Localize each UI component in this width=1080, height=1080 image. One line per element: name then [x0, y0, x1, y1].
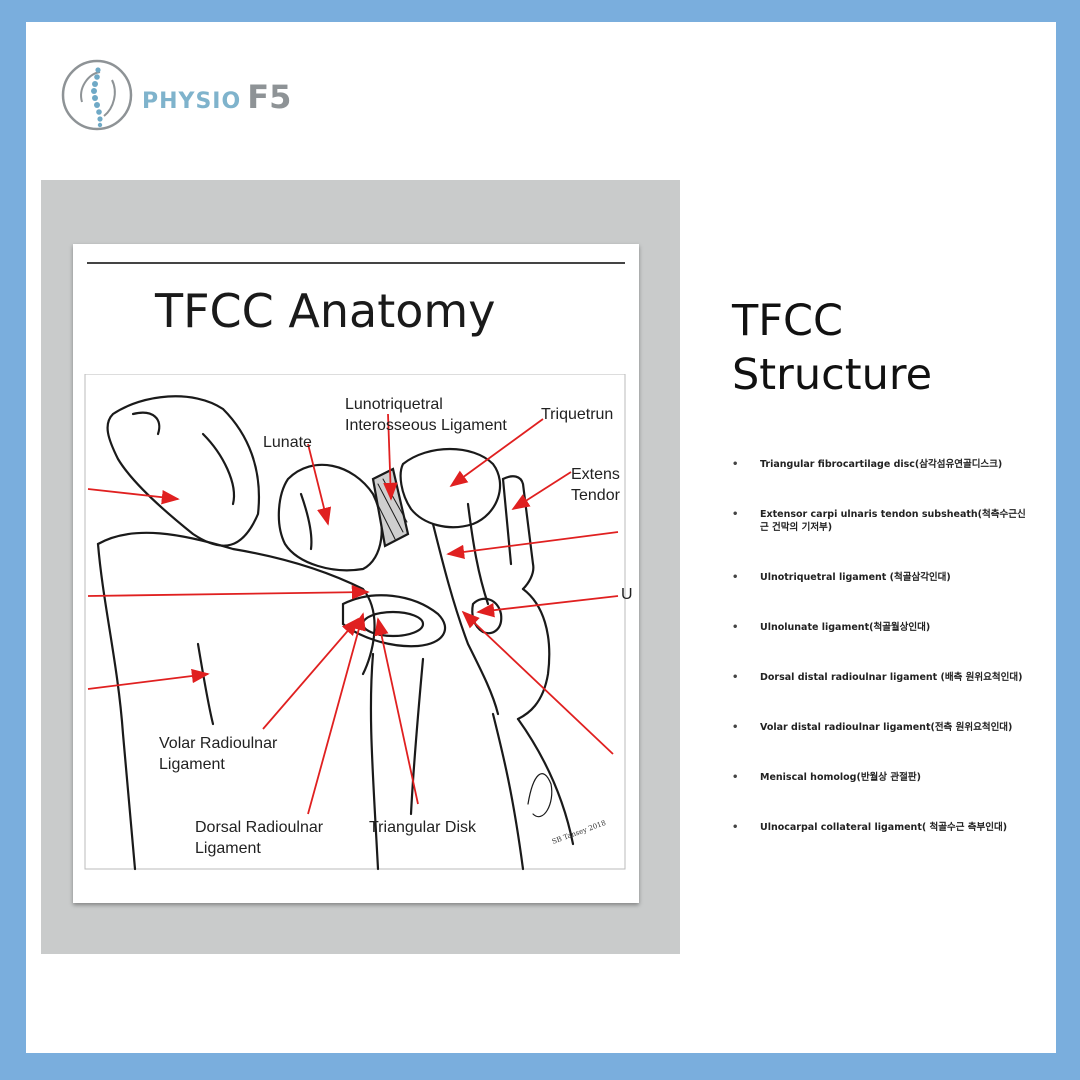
structure-title: TFCC Structure: [732, 296, 933, 400]
label-dorsal-radioulnar-ligament: Dorsal Radioulnar Ligament: [195, 819, 324, 857]
label-lunotriquetral-ligament: Lunotriquetral Interosseous Ligament: [345, 396, 507, 434]
slide-title: TFCC Anatomy: [155, 284, 496, 338]
artist-signature: SB Tansey 2018: [551, 819, 607, 846]
list-item: Ulnocarpal collateral ligament( 척골수근 측부인…: [732, 821, 1032, 834]
label-triangular-disk: Triangular Disk: [369, 819, 476, 836]
label-volar-radioulnar-ligament: Volar Radioulnar Ligament: [159, 735, 278, 773]
slide-top-rule: [87, 262, 625, 264]
structure-list: Triangular fibrocartilage disc(삼각섬유연골디스크…: [732, 458, 1032, 871]
list-item: Triangular fibrocartilage disc(삼각섬유연골디스크…: [732, 458, 1032, 471]
list-item: Extensor carpi ulnaris tendon subsheath(…: [732, 508, 1032, 534]
anatomy-slide: TFCC Anatomy: [73, 244, 639, 903]
list-item: Ulnolunate ligament(척골월상인대): [732, 621, 1032, 634]
label-extensor-tendon: Extens Tendor: [571, 466, 620, 504]
list-item: Meniscal homolog(반월상 관절판): [732, 771, 1032, 784]
label-ulnar-partial: U: [621, 586, 633, 603]
brand-name-f5: F5: [247, 78, 292, 116]
brand-name-physio: PHYSIO: [142, 89, 242, 114]
tfcc-anatomy-illustration: SB Tansey 2018: [84, 374, 626, 871]
label-triquetrum: Triquetrun: [541, 406, 614, 423]
spine-logo-icon: [61, 59, 133, 131]
label-lunate: Lunate: [263, 434, 312, 451]
list-item: Dorsal distal radioulnar ligament (배측 원위…: [732, 671, 1032, 684]
list-item: Volar distal radioulnar ligament(전측 원위요척…: [732, 721, 1032, 734]
list-item: Ulnotriquetral ligament (척골삼각인대): [732, 571, 1032, 584]
